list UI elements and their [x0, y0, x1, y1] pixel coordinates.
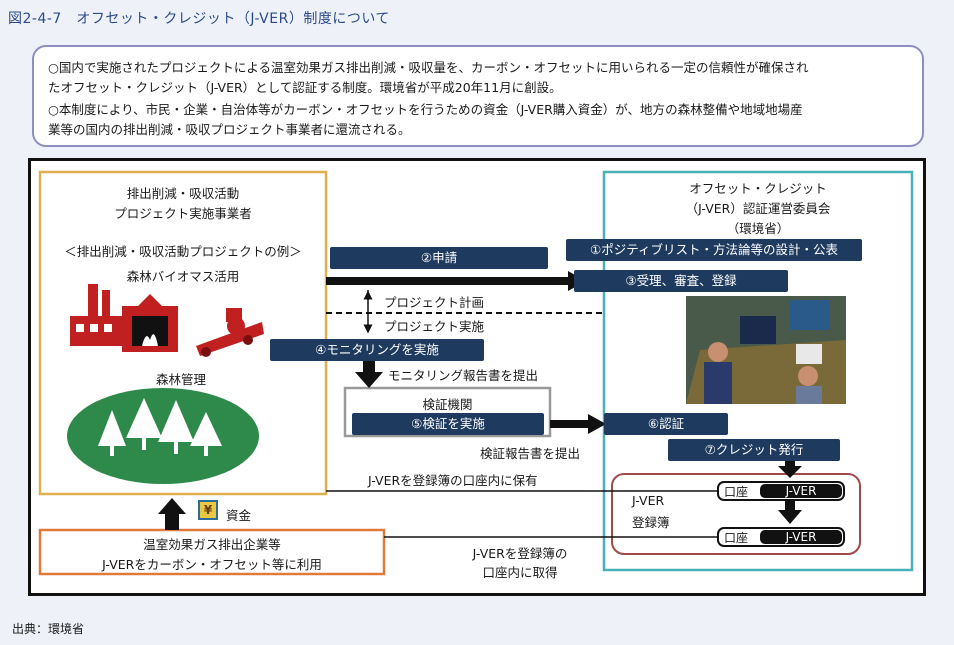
acquire-label-line-2: 口座内に取得: [482, 565, 558, 580]
boiler-icon: [122, 294, 178, 352]
jver-label-2: J-VER: [785, 530, 817, 544]
step-4-pill: ④モニタリングを実施: [270, 339, 484, 361]
summary-line-4: 業等の国内の排出削減・吸収プロジェクト事業者に還流される。: [48, 122, 411, 137]
verification-body-label: 検証機関: [422, 397, 473, 412]
account-label-2: 口座: [724, 531, 749, 545]
source-note: 出典：環境省: [12, 622, 85, 636]
funds-label: 資金: [226, 508, 252, 523]
operator-title-line-2: プロジェクト実施事業者: [114, 206, 252, 221]
project-examples-label: ＜排出削減・吸収活動プロジェクトの例＞: [64, 244, 302, 259]
registry-label-line-1: J-VER: [632, 493, 665, 508]
account-label-1: 口座: [724, 485, 749, 499]
verification-body-box: [343, 386, 552, 438]
committee-title-line-2: （J-VER）認証運営委員会: [685, 201, 831, 216]
summary-line-1: ○国内で実施されたプロジェクトによる温室効果ガス排出削減・吸収量を、カーボン・オ…: [48, 60, 809, 75]
summary-line-3: ○本制度により、市民・企業・自治体等がカーボン・オフセットを行うための資金（J-…: [48, 102, 803, 117]
chipper-icon: [196, 308, 264, 357]
step-6-pill: ⑥認証: [604, 413, 728, 435]
verification-arrow-head: [588, 414, 606, 434]
step-5-pill: ⑤検証を実施: [352, 413, 544, 435]
hold-in-account-label: J-VERを登録簿の口座内に保有: [368, 473, 538, 488]
summary-box: ○国内で実施されたプロジェクトによる温室効果ガス排出削減・吸収量を、カーボン・オ…: [32, 45, 924, 147]
factory-icon: [70, 284, 122, 346]
funds-arrow-head: [158, 498, 186, 514]
project-operator-box: [38, 170, 328, 496]
yen-symbol: ¥: [203, 503, 213, 517]
project-plan-label: プロジェクト計画: [384, 295, 485, 310]
forest-management-label: 森林管理: [156, 372, 207, 387]
biomass-label: 森林バイオマス活用: [126, 269, 240, 284]
step-2-pill: ②申請: [330, 247, 548, 269]
committee-title-line-3: （環境省）: [726, 221, 790, 236]
operator-title-line-1: 排出削減・吸収活動: [126, 186, 240, 201]
emitter-company-line-1: 温室効果ガス排出企業等: [143, 537, 281, 552]
emitter-company-line-2: J-VERをカーボン・オフセット等に利用: [102, 557, 322, 572]
step-3-pill: ③受理、審査、登録: [574, 270, 788, 292]
project-implementation-label: プロジェクト実施: [384, 319, 485, 334]
meeting-photo: [686, 296, 846, 404]
registry-box: [611, 473, 861, 555]
forest-icon: [67, 388, 259, 484]
step-7-pill: ⑦クレジット発行: [668, 439, 840, 461]
acquire-label-line-1: J-VERを登録簿の: [472, 546, 568, 561]
monitoring-report-label: モニタリング報告書を提出: [388, 368, 539, 383]
step-1-pill: ①ポジティブリスト・方法論等の設計・公表: [566, 239, 862, 261]
verification-report-label: 検証報告書を提出: [480, 446, 581, 461]
monitoring-arrow-head: [355, 372, 383, 388]
figure-title: 図2-4-7 オフセット・クレジット（J-VER）制度について: [8, 11, 390, 27]
certification-committee-box: [602, 170, 914, 572]
jver-label-1: J-VER: [785, 484, 817, 498]
summary-line-2: たオフセット・クレジット（J-VER）として認証する制度。環境省が平成20年11…: [48, 80, 562, 95]
emitter-company-box: [38, 528, 386, 576]
committee-title-line-1: オフセット・クレジット: [689, 181, 827, 196]
registry-label-line-2: 登録簿: [632, 515, 670, 530]
yen-icon: [198, 500, 218, 520]
